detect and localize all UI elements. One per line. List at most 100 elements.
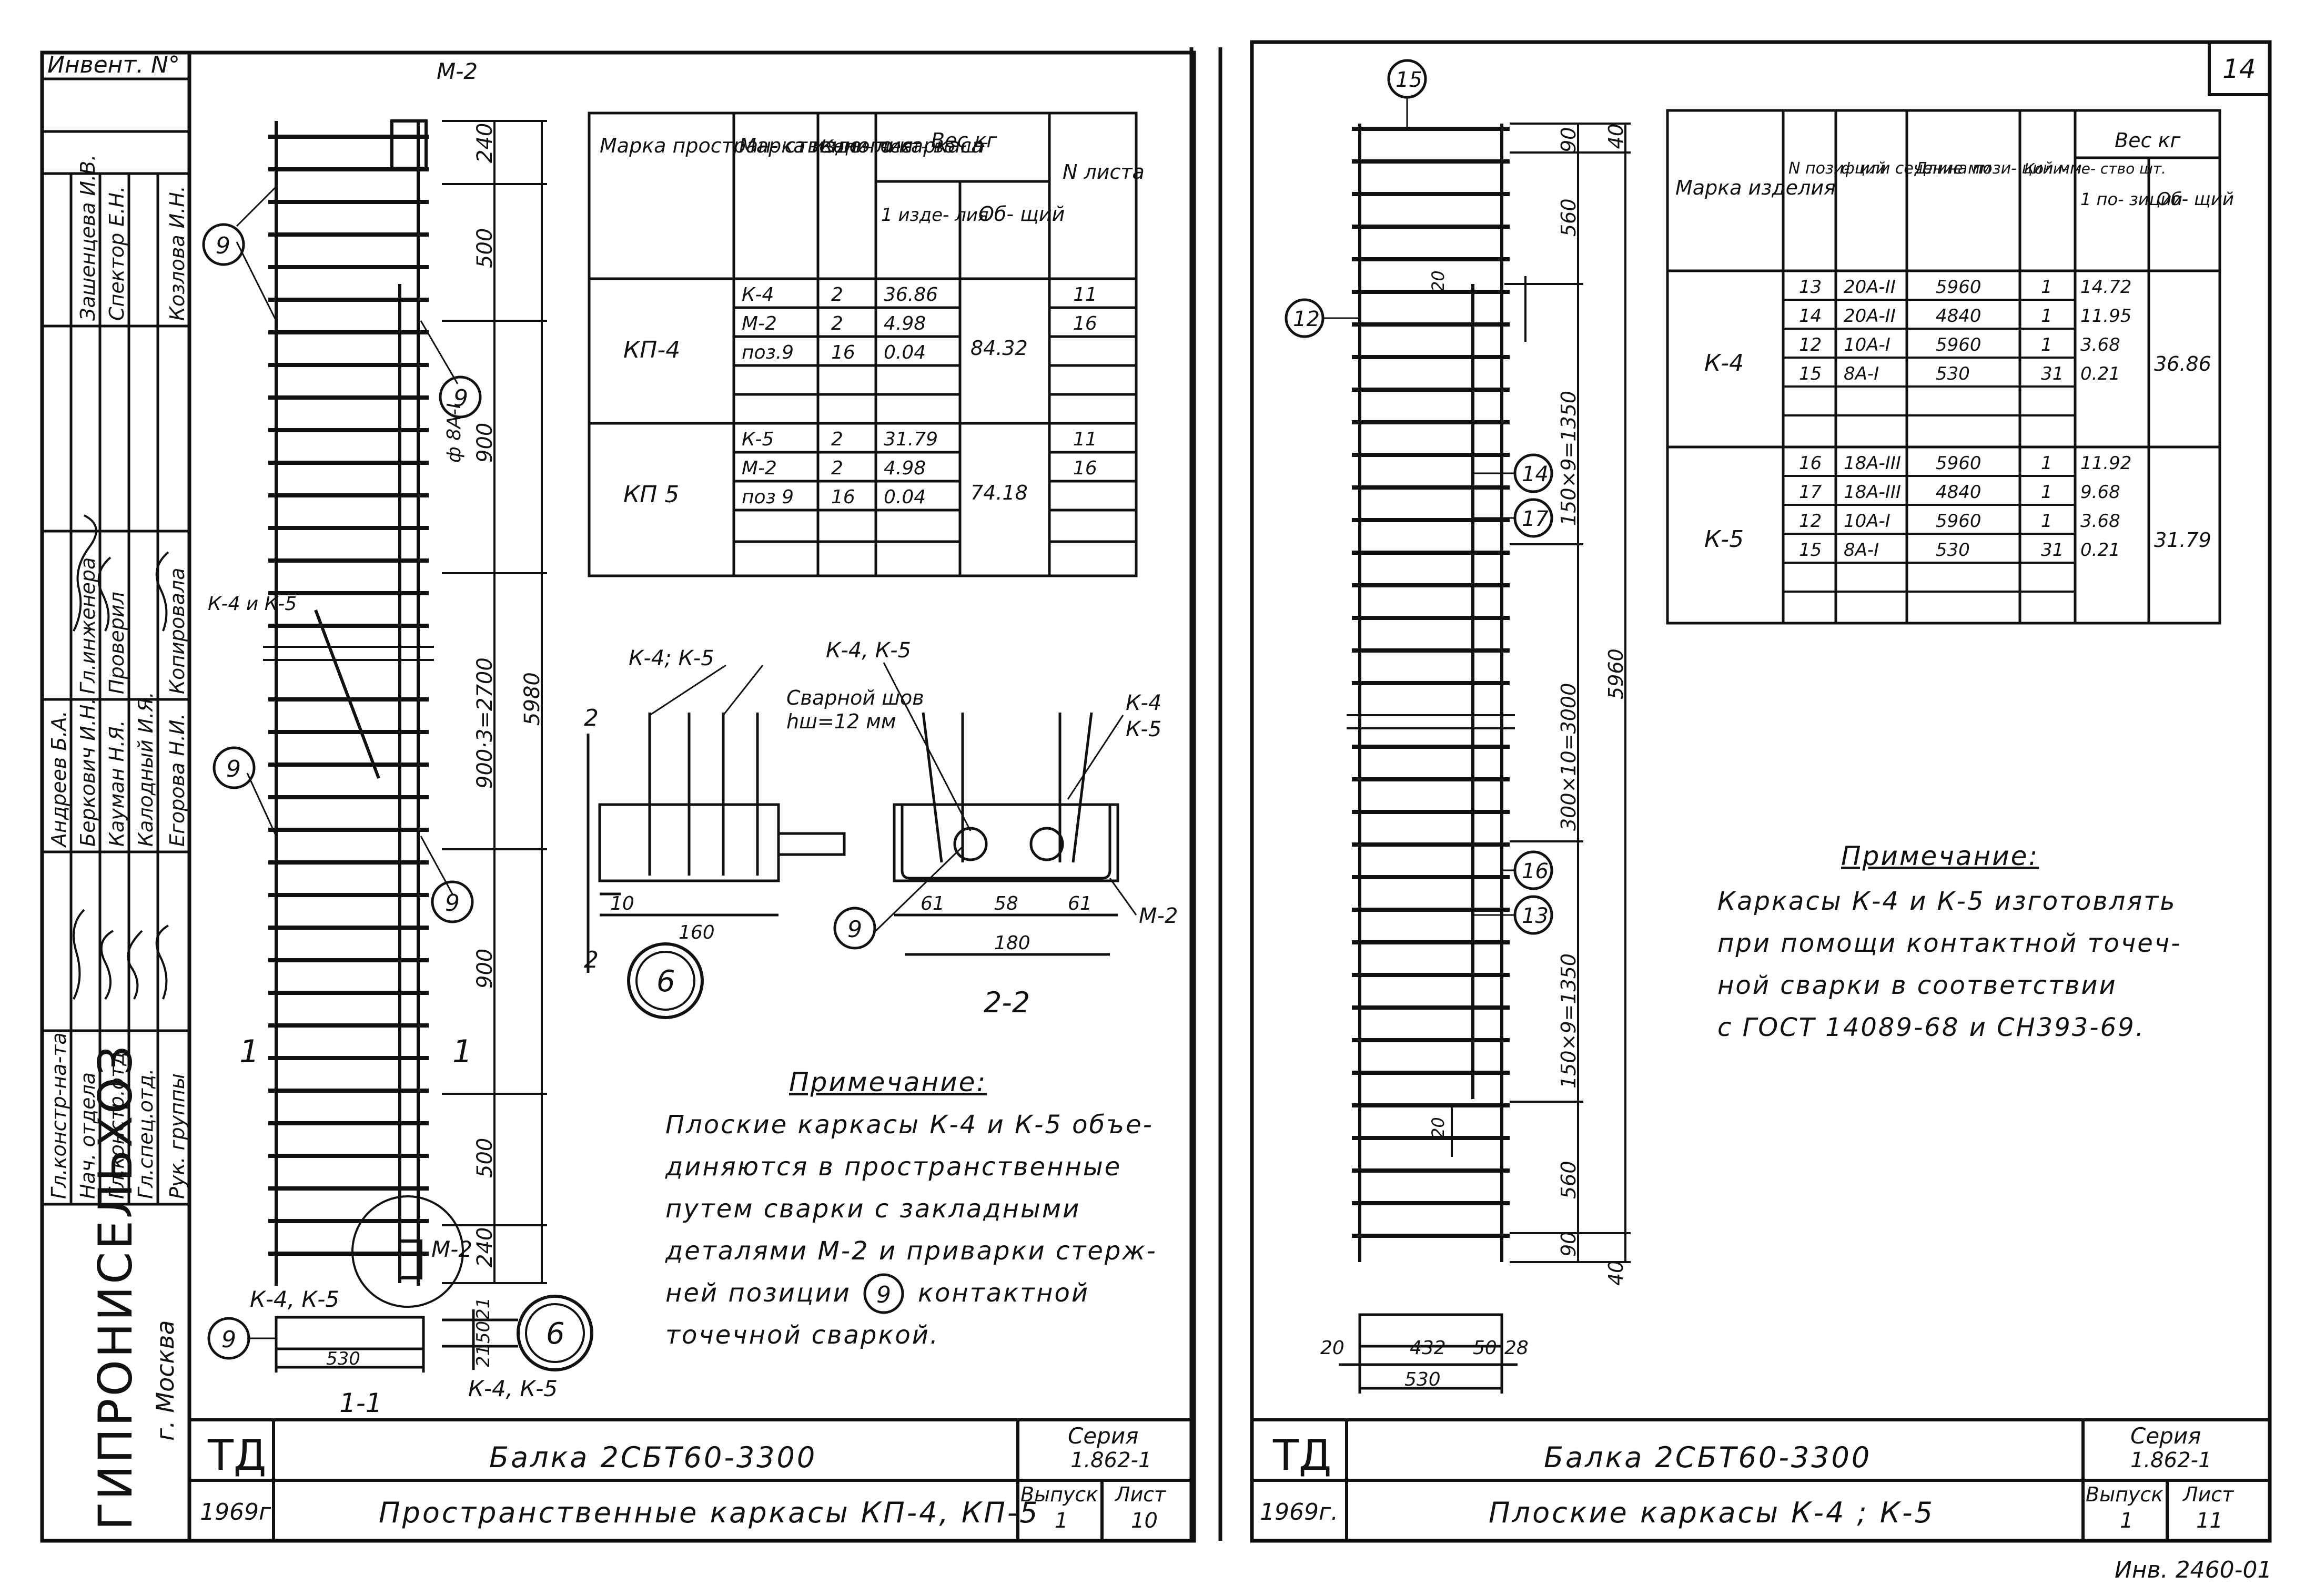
label-k4k5-bottom-b: К-4, К-5	[468, 1376, 558, 1401]
t10-h-qty: Коли- чест- во шт	[821, 136, 988, 157]
callout-13: 13	[1522, 904, 1549, 928]
role-name-1: Андреев Б.А.	[47, 710, 70, 848]
table10-cell: 16	[831, 342, 855, 363]
table10-mark: КП 5	[623, 481, 679, 508]
table11-cell: 8А-I	[1844, 363, 1879, 384]
label-sec-2-bot: 2	[584, 947, 599, 973]
table11-cell: 5960	[1936, 453, 1982, 474]
series-label-11: Серия	[2130, 1423, 2201, 1449]
role2-name-1: Зашенцева И.В.	[76, 155, 99, 321]
dim11-h-432: 432	[1410, 1337, 1446, 1359]
label-hw: hш=12 мм	[786, 710, 896, 733]
table11-cell: 5960	[1936, 277, 1982, 298]
table10-cell: 0.04	[884, 342, 926, 363]
table10-cell: М-2	[742, 458, 777, 479]
note11-line-1: Каркасы К-4 и К-5 изготовлять	[1717, 887, 2176, 916]
table11-cell: 3.68	[2080, 334, 2120, 355]
table11-cell: 3.68	[2080, 511, 2120, 532]
title-block-11	[1252, 1418, 2270, 1541]
td-label-11: ТД	[1272, 1431, 1331, 1480]
frame	[40, 40, 2272, 1543]
note10-line-3: путем сварки с закладными	[665, 1194, 1080, 1224]
table11-cell: 14	[1799, 306, 1822, 327]
callout-16: 16	[1522, 859, 1549, 883]
note11-line-4: с ГОСТ 14089-68 и СН393-69.	[1717, 1013, 2145, 1042]
title-block-10	[189, 1418, 1191, 1541]
note10-line-5b: контактной	[918, 1278, 1089, 1308]
label-k4k5-side: К-4 и К-5	[208, 593, 297, 615]
dim-500a: 500	[473, 228, 497, 268]
table11-cell: 17	[1799, 482, 1822, 503]
section-11-drawing	[275, 1309, 518, 1373]
title-10: Балка 2СБТ60-3300	[489, 1441, 817, 1474]
t10-h-mark: Марка простран- ственного каркаса	[600, 134, 984, 157]
note-10: Примечание: Плоские каркасы К-4 и К-5 об…	[665, 1067, 1156, 1350]
inv-label: Инвент. N°	[47, 52, 180, 78]
sheet-number: 14	[2222, 54, 2256, 84]
callouts-11: 15 12 14 17 16 13	[1285, 59, 1553, 935]
list-label-11: Лист	[2182, 1483, 2235, 1506]
table11-cell: 18А-III	[1844, 453, 1901, 474]
dim11-560a: 560	[1557, 198, 1580, 237]
issue-label-11: Выпуск	[2086, 1483, 2163, 1506]
table10-cell: 4.98	[884, 313, 926, 334]
dim-180: 180	[994, 932, 1030, 954]
table11-cell: 1	[2041, 306, 2053, 327]
note11-line-2: при помощи контактной точеч-	[1717, 929, 2181, 958]
t11-h-total: Об- щий	[2157, 189, 2234, 210]
leaders-11	[1323, 97, 1515, 916]
inventory-note: Инв. 2460-01	[2115, 1557, 2272, 1583]
callout-9d: 9	[445, 890, 460, 917]
table10-cell: 16	[831, 486, 855, 508]
table11-cell: 530	[1936, 540, 1970, 561]
table10-cell: 11	[1073, 284, 1097, 306]
dim11-h-28: 28	[1504, 1337, 1529, 1359]
role-2: Нач. отдела	[76, 1072, 99, 1199]
note10-line-6: точечной сваркой.	[665, 1320, 939, 1350]
role-name-3: Кауман Н.Я.	[105, 720, 128, 847]
callout-9a: 9	[216, 232, 230, 259]
dim11-h-530: 530	[1404, 1369, 1441, 1390]
issue-11: 1	[2120, 1509, 2133, 1533]
table11-cell: 5960	[1936, 511, 1982, 532]
dim-61a: 61	[921, 893, 945, 914]
note10-line-5a: ней позиции	[665, 1278, 851, 1308]
label-sec-2-top: 2	[584, 705, 599, 731]
table10-cell: М-2	[742, 313, 777, 334]
table10-cell: 0.04	[884, 486, 926, 508]
label-k5: К-5	[1126, 717, 1161, 741]
table11-cell: 1	[2041, 482, 2053, 503]
dim-10: 10	[610, 893, 634, 914]
subtitle-11: Плоские каркасы К-4 ; К-5	[1489, 1496, 1935, 1529]
table10-cell: 16	[1073, 458, 1097, 479]
label-sec-22: 2-2	[984, 986, 1030, 1019]
dim11-90b: 90	[1557, 1232, 1580, 1257]
table11-mark: К-4	[1704, 350, 1744, 377]
table10-cell: 2	[831, 313, 843, 334]
sheet-10: ТД 1969г. Балка 2СБТ60-3300 Пространстве…	[189, 58, 1191, 1541]
table11-cell: 11.92	[2080, 453, 2131, 474]
series-10: 1.862-1	[1070, 1448, 1151, 1472]
note11-line-3: ной сварки в соответствии	[1717, 971, 2117, 1000]
table11-cell: 20А-II	[1844, 277, 1896, 298]
dim11-h-50: 50	[1473, 1337, 1497, 1359]
note-11: Примечание: Каркасы К-4 и К-5 изготовлят…	[1717, 841, 2181, 1042]
table11-cell: 15	[1799, 363, 1822, 384]
table11-cell: 10А-I	[1844, 334, 1890, 355]
table10-cell: 2	[831, 429, 843, 450]
dim-900a: 900	[473, 423, 497, 463]
table10-cell: К-4	[742, 284, 774, 306]
callout-9f: 9	[847, 916, 862, 943]
table11-cell: 1	[2041, 511, 2053, 532]
dim-500b: 500	[473, 1138, 497, 1178]
role2-3: Копировала	[166, 568, 189, 694]
section-view-b	[893, 712, 1119, 956]
dim11-20a: 20	[1428, 270, 1448, 292]
label-k4k5-b: К-4; К-5	[629, 646, 714, 670]
label-m2-bottom: М-2	[431, 1236, 472, 1262]
table11-cell: 10А-I	[1844, 511, 1890, 532]
label-weld: Сварной шов	[786, 686, 924, 709]
flat-frame-11	[1347, 124, 1515, 1262]
table11-cell: 31	[2041, 540, 2064, 561]
year-10: 1969г.	[200, 1499, 278, 1526]
